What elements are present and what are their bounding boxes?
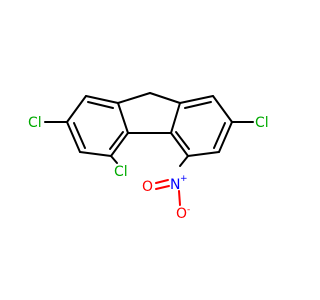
- bond-right-ring-3-inner: [213, 122, 226, 149]
- bond-bridge-right: [149, 92, 181, 104]
- cl-left-top-label: Cl: [28, 115, 42, 131]
- bond-left-ring-3: [66, 121, 81, 153]
- nitro-n-label: N: [170, 177, 180, 193]
- bond-left-ring-3-inner: [73, 122, 86, 149]
- bond-cl-left-bottom: [110, 155, 118, 164]
- bond-c-nitro: [179, 155, 189, 167]
- bond-left-ring-2: [66, 95, 87, 123]
- bond-right-ring-2: [212, 95, 233, 123]
- nitro-o-double-label: O: [142, 179, 153, 195]
- bond-right-ring-6: [170, 102, 181, 134]
- bond-right-ring-5: [170, 132, 189, 157]
- nitro-o-single-charge: -: [187, 205, 190, 215]
- cl-left-bottom-label: Cl: [114, 164, 128, 180]
- bond-left-ring-4: [79, 151, 112, 157]
- bond-left-ring-1-inner: [87, 101, 114, 109]
- nitro-o-single-label: O: [176, 206, 187, 222]
- bond-bridge-left: [117, 92, 151, 104]
- bond-left-ring-1: [85, 95, 119, 104]
- bond-right-ring-1-inner: [184, 101, 212, 109]
- bond-right-ring-1: [179, 95, 214, 104]
- nitro-n-charge: +: [180, 174, 188, 184]
- bond-n-o-double-b: [155, 185, 170, 190]
- bond-right-ring-5-inner: [175, 131, 190, 150]
- molecule-canvas: Cl Cl Cl N + O O -: [28, 92, 269, 222]
- bonds: [44, 92, 254, 206]
- bond-n-o-single: [178, 190, 181, 206]
- bond-left-ring-5-inner: [109, 131, 124, 150]
- bond-right-ring-4: [187, 151, 220, 157]
- bond-n-o-double-a: [155, 179, 169, 184]
- cl-right-top-label: Cl: [255, 115, 269, 131]
- molecule-structure: Cl Cl Cl N + O O -: [28, 92, 269, 222]
- bond-left-ring-5: [110, 132, 129, 157]
- bond-right-ring-3: [218, 121, 233, 153]
- atom-labels: Cl Cl Cl N + O O -: [28, 115, 269, 222]
- bond-left-ring-6: [117, 102, 129, 134]
